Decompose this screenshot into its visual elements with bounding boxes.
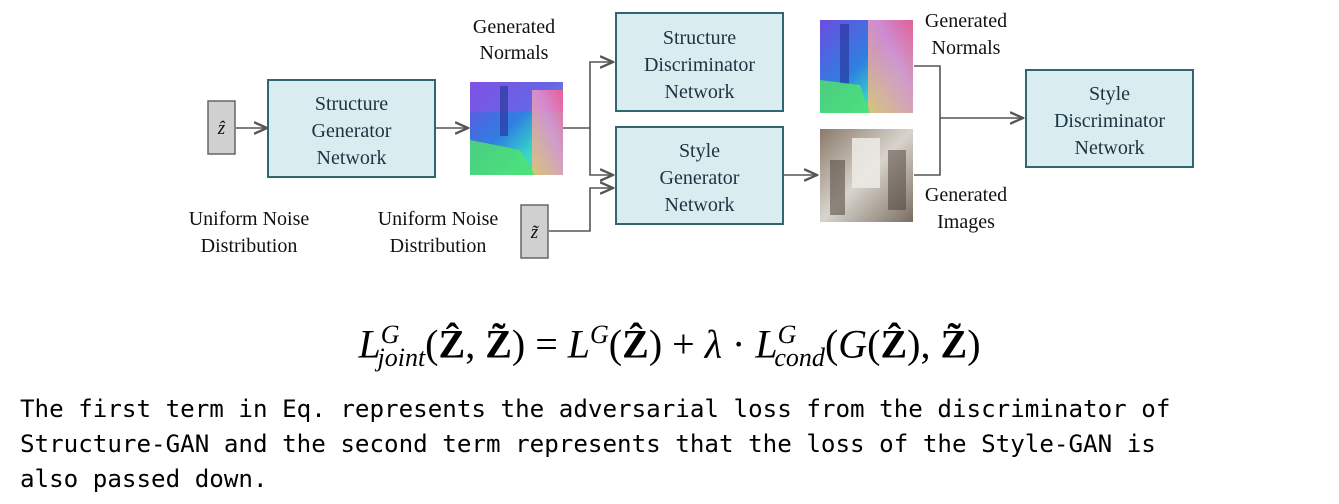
generated-normals-label-2-line2: Normals	[932, 37, 1001, 59]
eq-G: G	[838, 321, 868, 367]
eq-plus: ) +	[648, 321, 705, 367]
eq-open2: (	[608, 321, 623, 367]
style-generator-line1: Style	[679, 140, 720, 162]
structure-discriminator-line2: Discriminator	[644, 54, 755, 76]
style-generator-line3: Network	[665, 194, 735, 216]
structure-generator-node: Structure Generator Network	[267, 79, 436, 178]
noise-label-1-line1: Uniform Noise	[189, 208, 310, 230]
eq-open3: (	[824, 321, 839, 367]
eq-sup-G: G	[380, 320, 400, 349]
style-discriminator-line2: Discriminator	[1054, 110, 1165, 132]
structure-generator-line3: Network	[317, 147, 387, 169]
style-discriminator-line3: Network	[1075, 137, 1145, 159]
generated-images-label-line1: Generated	[925, 184, 1007, 206]
eq-sub-cond: cond	[774, 343, 825, 373]
noise-label-1-line2: Distribution	[201, 235, 298, 257]
z-hat-symbol: ẑ	[217, 118, 226, 139]
noise-label-2-line1: Uniform Noise	[378, 208, 499, 230]
eq-close-equals: ) =	[511, 321, 568, 367]
structure-discriminator-node: Structure Discriminator Network	[615, 12, 784, 112]
eq-open: (	[425, 321, 439, 367]
eq-sup-G2: G	[590, 320, 609, 349]
eq-L2: L	[567, 321, 591, 367]
eq-Ztilde: Z̃	[485, 321, 512, 367]
eq-close-final: )	[967, 321, 981, 367]
eq-sub-joint: joint	[377, 343, 426, 373]
eq-Zhat2: Ẑ	[622, 321, 649, 367]
style-generator-line2: Generator	[660, 167, 740, 189]
architecture-diagram: ẑ Structure Generator Network Uniform No…	[189, 10, 1194, 259]
eq-Zhat3: Ẑ	[880, 321, 908, 367]
structure-discriminator-line3: Network	[665, 81, 735, 103]
eq-dot: ·	[722, 321, 756, 367]
eq-Ztilde2: Z̃	[940, 321, 968, 367]
eq-L: L	[358, 321, 381, 367]
style-discriminator-line1: Style	[1089, 83, 1130, 105]
generated-images-label-line2: Images	[937, 211, 995, 233]
generated-normals-label-1-line2: Normals	[480, 42, 549, 64]
eq-close-comma: ),	[907, 321, 941, 367]
eq-Zhat: Ẑ	[438, 321, 466, 367]
structure-discriminator-line1: Structure	[663, 27, 736, 49]
loss-equation: LGjoint(Ẑ, Z̃) = LG(Ẑ) + λ · LGcond(G(Ẑ)…	[0, 300, 1339, 373]
z-hat-node: ẑ	[207, 100, 236, 155]
structure-generator-line1: Structure	[315, 93, 388, 115]
generated-normals-label-2-line1: Generated	[925, 10, 1007, 32]
eq-sup-G3: G	[777, 320, 797, 349]
eq-lambda: λ	[704, 321, 723, 367]
caption-text: The first term in Eq. represents the adv…	[20, 395, 1171, 493]
z-tilde-node: z̃	[520, 204, 549, 259]
style-generator-node: Style Generator Network	[615, 126, 784, 225]
generated-normals-label-1-line1: Generated	[473, 16, 555, 38]
eq-comma: ,	[465, 321, 486, 367]
z-tilde-symbol: z̃	[530, 222, 540, 243]
generated-normals-image-2	[820, 20, 913, 113]
generated-image	[820, 129, 913, 222]
style-discriminator-node: Style Discriminator Network	[1025, 69, 1194, 168]
generated-normals-image-1	[470, 82, 563, 175]
connector-merge	[914, 65, 1023, 176]
noise-label-2-line2: Distribution	[390, 235, 487, 257]
connector-normals-split	[563, 62, 613, 175]
arrow-ztilde-to-style-generator	[549, 188, 613, 232]
eq-L3: L	[755, 321, 778, 367]
structure-generator-line2: Generator	[312, 120, 392, 142]
eq-open4: (	[867, 321, 881, 367]
